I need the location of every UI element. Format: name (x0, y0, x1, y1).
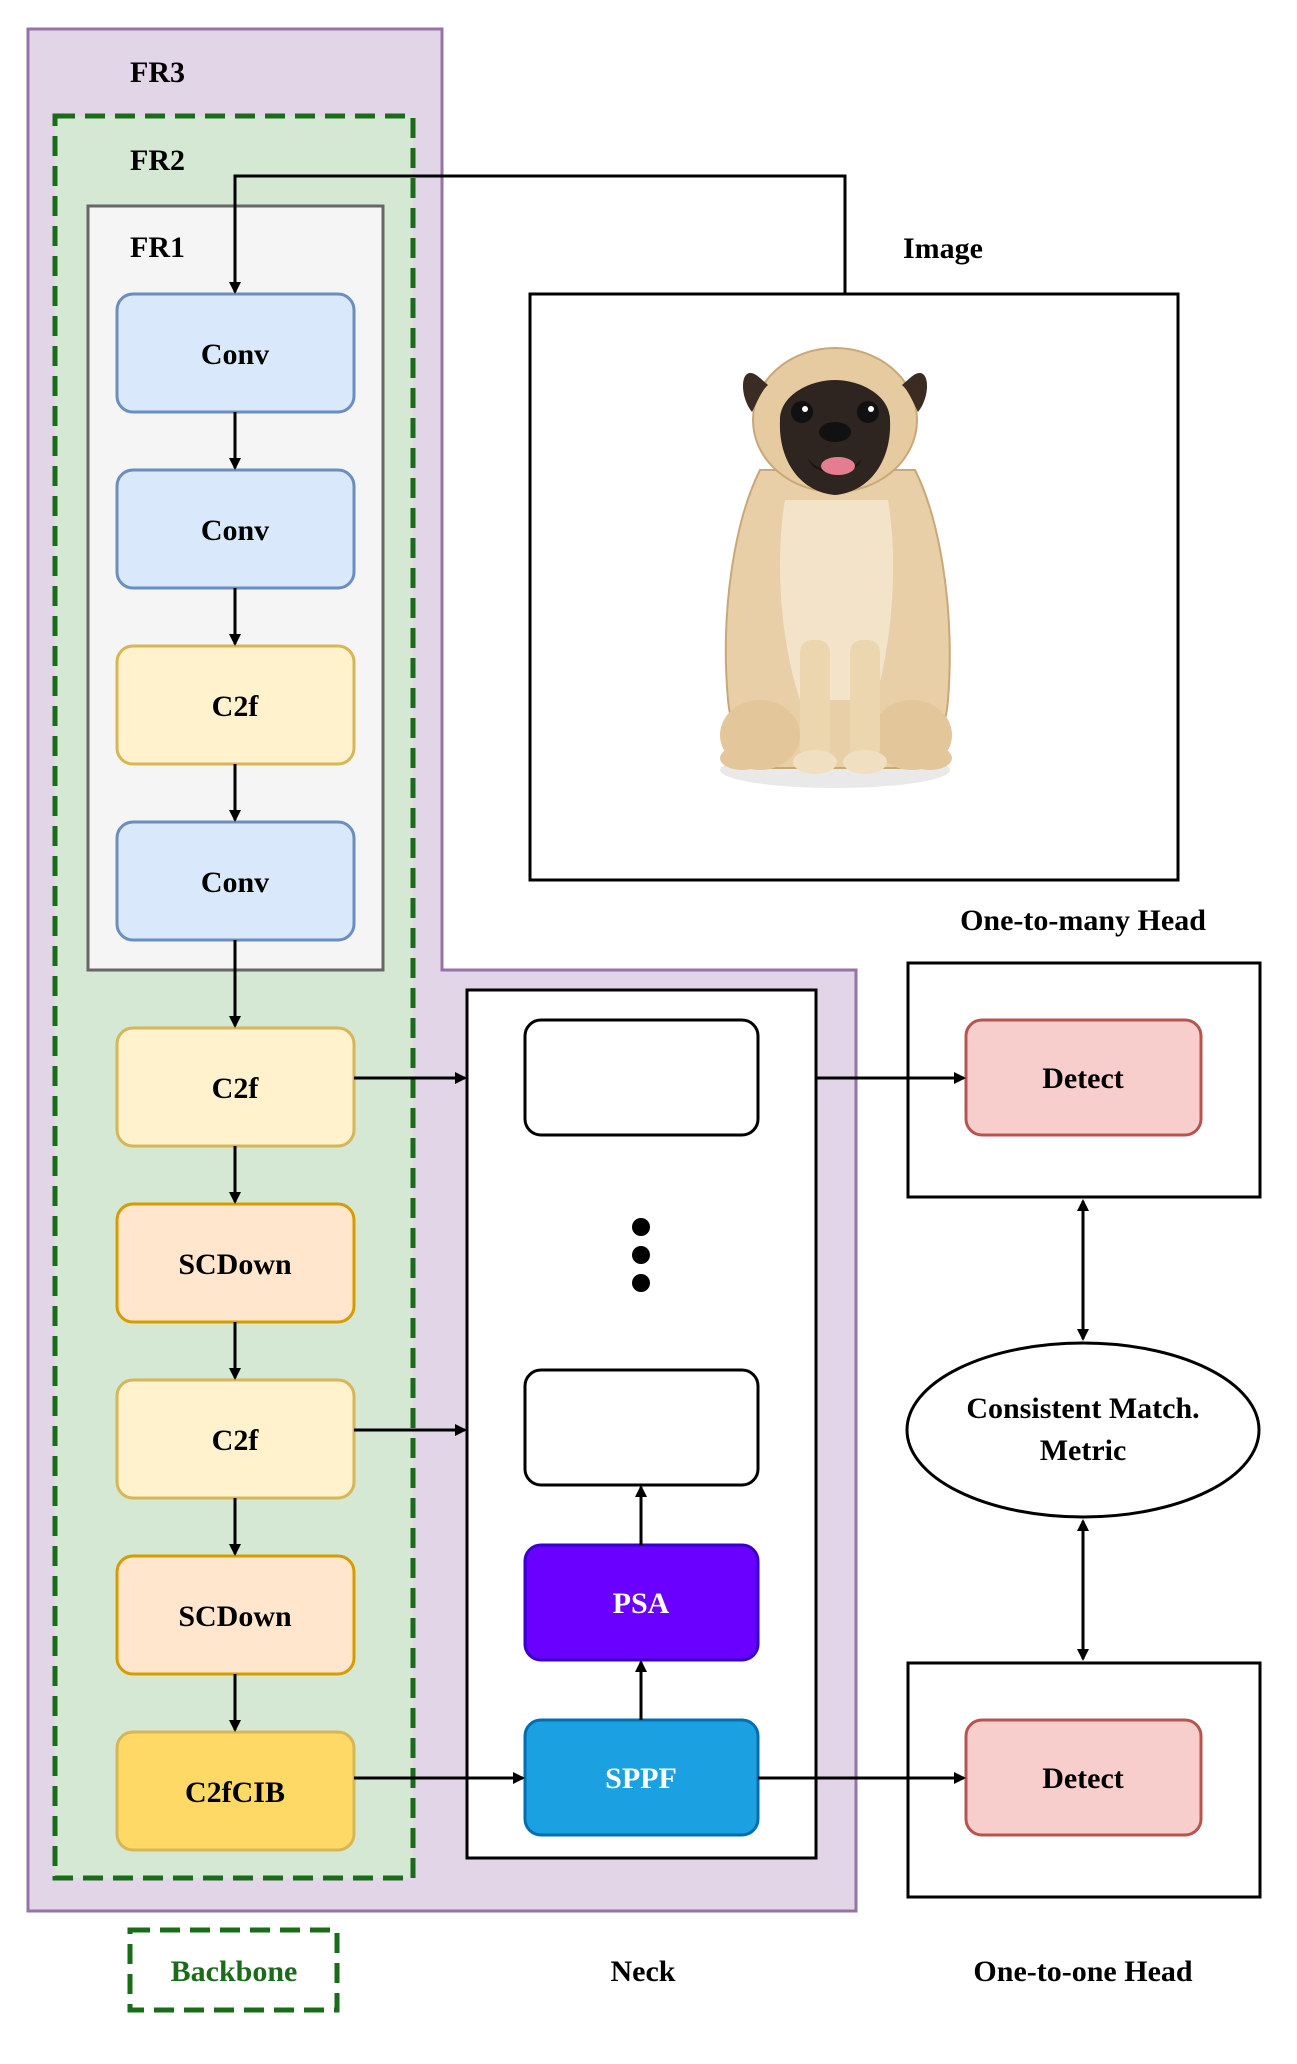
svg-text:C2f: C2f (212, 1424, 260, 1457)
consistent-match-metric: Consistent Match. Metric (905, 1341, 1261, 1519)
svg-text:SCDown: SCDown (178, 1600, 292, 1633)
backbone-block-scdown-2: SCDown (115, 1554, 356, 1676)
one-to-one-detect-block: Detect (964, 1718, 1203, 1837)
neck-block-sppf: SPPF (523, 1718, 760, 1837)
neck-ellipsis-icon (632, 1218, 650, 1292)
neck-block-psa: PSA (523, 1543, 760, 1662)
svg-text:SPPF: SPPF (605, 1762, 677, 1795)
backbone-block-conv-2: Conv (115, 468, 356, 590)
neck-label: Neck (611, 1955, 676, 1988)
svg-text:Detect: Detect (1042, 1762, 1124, 1795)
svg-text:C2fCIB: C2fCIB (185, 1776, 285, 1809)
svg-text:Consistent Match.: Consistent Match. (966, 1392, 1199, 1425)
neck-block-bottom (523, 1368, 760, 1487)
backbone-legend-box (127, 1927, 340, 2013)
svg-text:C2f: C2f (212, 690, 260, 723)
svg-text:Metric: Metric (1040, 1434, 1127, 1467)
neck-block-top (523, 1018, 760, 1137)
backbone-block-c2f-2: C2f (115, 1026, 356, 1148)
backbone-block-c2f-3: C2f (115, 1378, 356, 1500)
one-to-one-head-title: One-to-one Head (973, 1955, 1192, 1988)
backbone-block-conv-3: Conv (115, 820, 356, 942)
image-input-arrow (229, 174, 847, 294)
backbone-block-scdown-1: SCDown (115, 1202, 356, 1324)
svg-text:SCDown: SCDown (178, 1248, 292, 1281)
backbone-block-c2fcib: C2fCIB (115, 1730, 356, 1852)
fr3-label: FR3 (130, 56, 185, 89)
svg-text:PSA: PSA (613, 1587, 670, 1620)
backbone-to-neck-arrows (354, 1072, 525, 1784)
svg-text:C2f: C2f (212, 1072, 260, 1105)
fr1-label: FR1 (130, 231, 185, 264)
backbone-block-c2f-1: C2f (115, 644, 356, 766)
svg-text:Detect: Detect (1042, 1062, 1124, 1095)
one-to-many-detect-block: Detect (964, 1018, 1203, 1137)
pug-dog-icon (720, 347, 952, 788)
backbone-block-conv-1: Conv (115, 292, 356, 414)
svg-text:Conv: Conv (201, 514, 269, 547)
one-to-many-head-title: One-to-many Head (960, 904, 1206, 937)
image-title: Image (903, 232, 983, 265)
backbone-legend-label: Backbone (171, 1955, 298, 1988)
svg-text:Conv: Conv (201, 338, 269, 371)
fr2-label: FR2 (130, 144, 185, 177)
svg-text:Conv: Conv (201, 866, 269, 899)
